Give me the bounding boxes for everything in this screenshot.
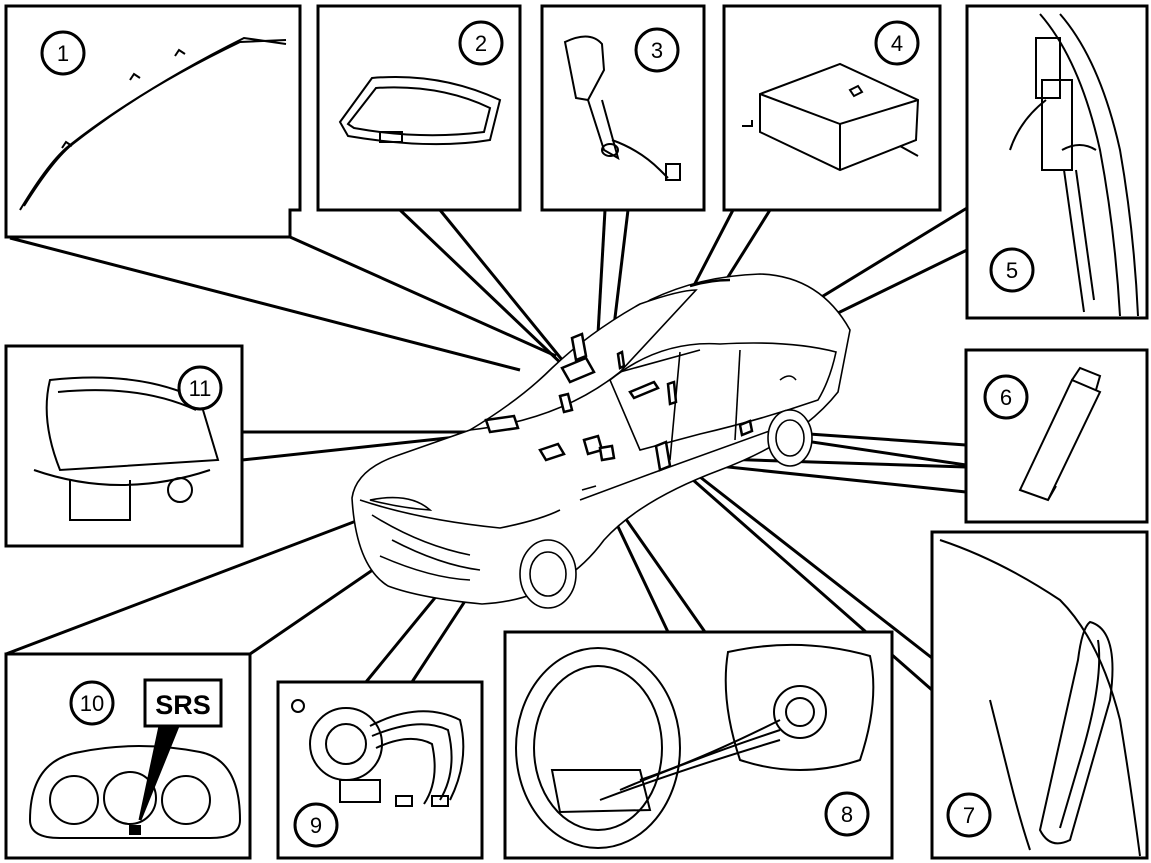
callout-1	[40, 30, 86, 76]
callout-3	[634, 27, 680, 73]
contact-reel-illustration	[291, 699, 465, 807]
seat-airbag-illustration	[939, 539, 1141, 857]
callout-7-label: 7	[963, 803, 975, 828]
srs-pointer	[138, 724, 181, 821]
srs-lamp-box	[143, 678, 223, 728]
panel-8: 8	[503, 630, 894, 860]
callout-11-label: 11	[189, 376, 212, 401]
callout-11	[177, 365, 223, 411]
car-illustration	[351, 273, 851, 609]
belt-buckle-illustration	[563, 35, 681, 181]
control-module-illustration	[742, 62, 920, 172]
overhead-console-illustration	[338, 75, 502, 146]
callout-2	[458, 20, 504, 66]
callout-6-label: 6	[1000, 385, 1012, 410]
impact-sensor-illustration	[1018, 366, 1102, 502]
callout-10	[69, 680, 115, 726]
belt-pretensioner-illustration	[1009, 13, 1139, 317]
panel-2: 2	[316, 4, 522, 212]
callout-9-label: 9	[310, 813, 322, 838]
srs-label: SRS	[155, 690, 211, 720]
panel-4: 4	[722, 4, 942, 212]
curtain-airbag-illustration	[19, 36, 287, 211]
panel-5: 5	[965, 4, 1149, 320]
callout-8-label: 8	[841, 802, 853, 827]
callout-6	[983, 374, 1029, 420]
callout-5	[989, 247, 1035, 293]
callout-9	[293, 802, 339, 848]
callout-8	[824, 791, 870, 837]
panel-9: 9	[276, 680, 484, 860]
callout-2-label: 2	[475, 31, 487, 56]
callout-4-label: 4	[891, 31, 903, 56]
callout-4	[874, 20, 920, 66]
callout-10-label: 10	[80, 691, 104, 716]
panel-7: 7	[930, 530, 1149, 860]
panel-1: 1	[4, 4, 302, 239]
panel-6: 6	[964, 348, 1149, 524]
panel-10: SRS 10	[4, 652, 252, 860]
panel-3: 3	[540, 4, 706, 212]
steering-wheel-airbag-illustration	[515, 643, 875, 849]
callout-7	[946, 792, 992, 838]
callout-1-label: 1	[57, 41, 69, 66]
panel-11: 11	[4, 344, 244, 548]
callout-3-label: 3	[651, 38, 663, 63]
callout-5-label: 5	[1006, 258, 1018, 283]
instrument-cluster-illustration	[28, 745, 242, 839]
